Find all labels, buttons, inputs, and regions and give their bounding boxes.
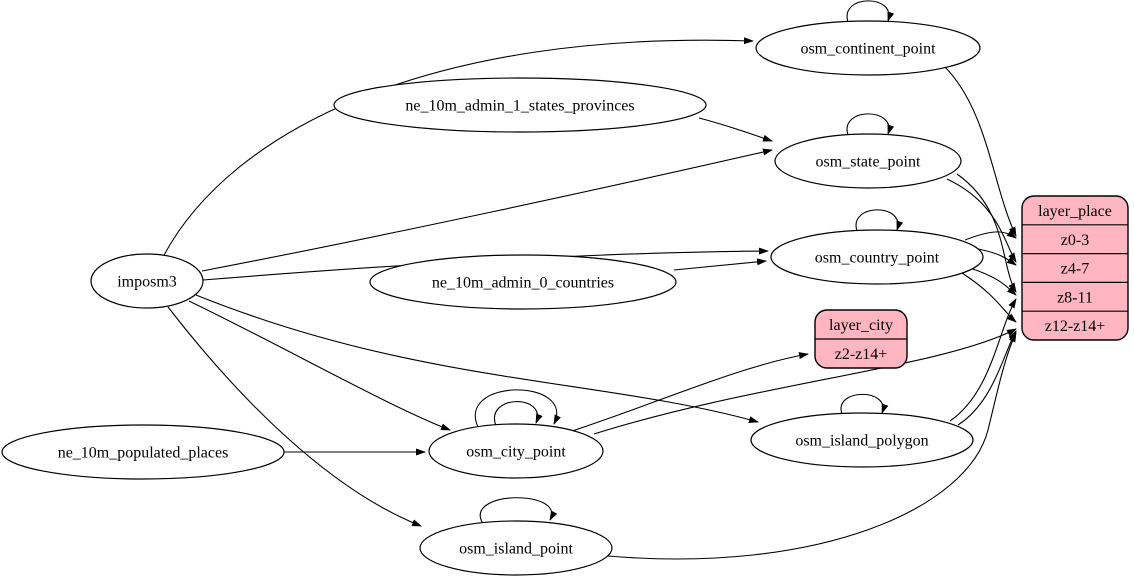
edge-osm_island_polygon-layer_place-z12-z14+: [957, 330, 1017, 426]
node-shape-imposm3: [90, 253, 204, 309]
node-label-imposm3: imposm3: [117, 274, 177, 291]
record-row-layer_place-layer_place: layer_place: [1038, 203, 1112, 220]
edge-osm_country_point-layer_place-z8-11: [969, 267, 1017, 296]
edge-osm_city_point-layer_city-z2-z14+: [571, 352, 809, 432]
node-osm_city_point: osm_city_point: [428, 423, 604, 479]
edge-osm_state_point-layer_place-z4-7: [946, 178, 1017, 263]
edge-osm_continent_point-layer_place-z0-3: [943, 65, 1017, 237]
edge-osm_country_point-layer_place-z0-3: [964, 229, 1017, 241]
edge-osm_island_point-layer_place-z12-z14+: [607, 332, 1017, 560]
record-row-layer_place-z4-7: z4-7: [1061, 261, 1089, 278]
record-shape-layer_place: [1021, 195, 1129, 341]
record-layer_city: layer_city z2-z14+: [814, 309, 908, 369]
node-shape-osm_city_point: [428, 423, 604, 479]
self-loop-osm_city_point: [493, 401, 543, 427]
node-label-osm_city_point: osm_city_point: [466, 444, 566, 461]
node-shape-osm_island_polygon: [750, 412, 974, 468]
node-ne_10m_populated_places: ne_10m_populated_places: [1, 424, 285, 480]
node-label-osm_country_point: osm_country_point: [815, 250, 940, 267]
node-osm_island_polygon: osm_island_polygon: [750, 412, 974, 468]
self-loop-osm_island_polygon: [840, 393, 889, 415]
record-row-layer_place-z12-z14+: z12-z14+: [1045, 318, 1106, 335]
self-loop-osm_state_point: [846, 113, 895, 136]
edge-osm_country_point-layer_place-z12-z14+: [961, 272, 1017, 323]
node-shape-ne_10m_admin_0_countries: [369, 254, 677, 310]
node-label-osm_state_point: osm_state_point: [816, 154, 921, 171]
node-ne_10m_admin_1_states_provinces: ne_10m_admin_1_states_provinces: [333, 77, 707, 133]
self-loop-osm_continent_point: [846, 0, 895, 23]
node-label-ne_10m_admin_0_countries: ne_10m_admin_0_countries: [432, 275, 614, 292]
record-row-layer_city-layer_city: layer_city: [829, 317, 893, 334]
record-row-layer_city-z2-z14+: z2-z14+: [835, 346, 888, 363]
edge-osm_state_point-layer_place-z8-11: [956, 173, 1017, 293]
edge-imposm3-osm_continent_point: [162, 37, 754, 258]
edge-imposm3-osm_island_point: [167, 306, 422, 527]
node-label-osm_island_point: osm_island_point: [459, 541, 573, 558]
node-shape-osm_country_point: [770, 229, 984, 285]
node-ne_10m_admin_0_countries: ne_10m_admin_0_countries: [369, 254, 677, 310]
node-shape-osm_state_point: [774, 133, 962, 189]
edge-osm_island_polygon-layer_place-z8-11: [949, 298, 1017, 422]
node-osm_island_point: osm_island_point: [419, 520, 613, 576]
edge-imposm3-osm_state_point: [201, 148, 773, 272]
node-osm_country_point: osm_country_point: [770, 229, 984, 285]
record-row-layer_place-z8-11: z8-11: [1057, 289, 1093, 306]
node-osm_continent_point: osm_continent_point: [755, 20, 981, 76]
edge-osm_city_point-layer_place-z12-z14+: [593, 328, 1017, 435]
self-loop-osm_country_point: [855, 209, 904, 232]
self-loop-osm_island_point: [479, 497, 558, 523]
node-osm_state_point: osm_state_point: [774, 133, 962, 189]
node-label-osm_island_polygon: osm_island_polygon: [795, 433, 928, 450]
node-shape-ne_10m_admin_1_states_provinces: [333, 77, 707, 133]
node-shape-osm_continent_point: [755, 20, 981, 76]
node-shape-ne_10m_populated_places: [1, 424, 285, 480]
record-row-layer_place-z0-3: z0-3: [1061, 232, 1089, 249]
edge-imposm3-osm_city_point: [188, 300, 451, 431]
edge-imposm3-osm_island_polygon: [195, 294, 759, 423]
node-shape-osm_island_point: [419, 520, 613, 576]
node-label-ne_10m_admin_1_states_provinces: ne_10m_admin_1_states_provinces: [405, 98, 634, 115]
edge-ne_10m_admin_1_states_provinces-osm_state_point: [698, 117, 773, 142]
node-imposm3: imposm3: [90, 253, 204, 309]
edge-ne_10m_admin_0_countries-osm_country_point: [673, 258, 767, 271]
node-label-ne_10m_populated_places: ne_10m_populated_places: [58, 445, 229, 462]
node-label-osm_continent_point: osm_continent_point: [800, 41, 936, 58]
self-loop-osm_city_point: [474, 389, 562, 428]
record-layer_place: layer_place z0-3 z4-7 z8-11 z12-z14+: [1021, 195, 1129, 341]
